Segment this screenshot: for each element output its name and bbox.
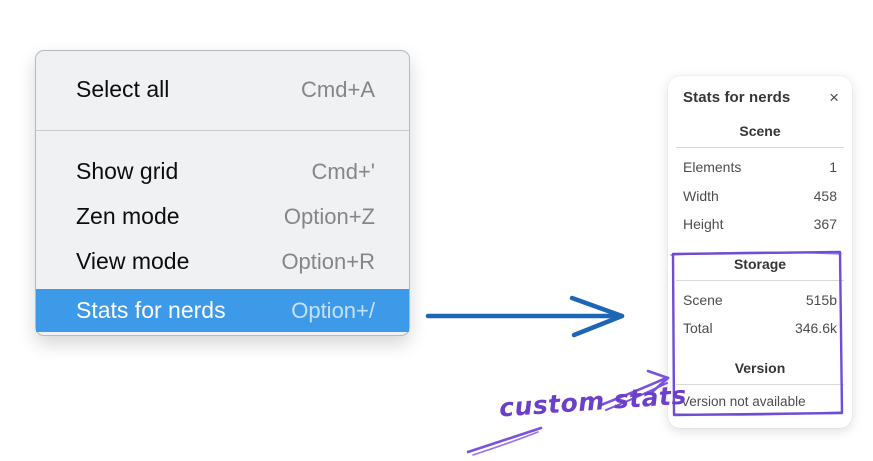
close-icon[interactable]: × [829, 88, 839, 107]
menu-item-stats-for-nerds[interactable]: Stats for nerds Option+/ [36, 289, 409, 332]
custom-stats-annotation: custom stats [498, 380, 688, 423]
menu-item-shortcut: Cmd+A [301, 76, 375, 102]
stat-value: 346.6k [794, 320, 837, 336]
menu-item-label: Stats for nerds [76, 297, 226, 323]
menu-item-select-all[interactable]: Select all Cmd+A [36, 67, 409, 112]
menu-item-zen-mode[interactable]: Zen mode Option+Z [36, 194, 409, 239]
menu-item-show-grid[interactable]: Show grid Cmd+' [36, 149, 409, 194]
menu-item-shortcut: Option+/ [291, 297, 375, 323]
stats-for-nerds-panel: Stats for nerds × Scene Elements 1 Width… [668, 76, 852, 428]
section-title-version: Version [734, 359, 786, 376]
stat-label: Elements [683, 159, 742, 175]
stat-value: 515b [805, 291, 837, 308]
divider [676, 147, 844, 148]
stat-label: Scene [683, 291, 723, 308]
stat-row-total-size: Total 346.6k [668, 314, 852, 343]
custom-stats-line [466, 426, 543, 456]
stat-label: Height [683, 216, 724, 232]
stat-value: 1 [829, 159, 837, 175]
stat-row-height: Height 367 [668, 210, 852, 239]
menu-item-view-mode[interactable]: View mode Option+R [36, 239, 409, 284]
menu-item-label: Zen mode [76, 203, 180, 229]
menu-item-shortcut: Option+R [281, 248, 375, 274]
stat-label: Width [683, 187, 719, 204]
menu-item-label: View mode [76, 248, 190, 274]
section-title-storage: Storage [733, 255, 787, 272]
version-note: Version not available [681, 393, 806, 409]
stat-label: Total [683, 320, 713, 336]
stat-row-scene-size: Scene 515b [668, 286, 852, 315]
section-title-scene: Scene [739, 123, 781, 139]
stat-value: 367 [813, 216, 837, 232]
context-menu: Select all Cmd+A Show grid Cmd+' Zen mod… [35, 50, 410, 336]
stats-panel-title: Stats for nerds [683, 89, 791, 106]
stat-value: 458 [813, 187, 837, 204]
menu-item-shortcut: Cmd+' [311, 158, 376, 184]
stat-row-width: Width 458 [668, 182, 852, 211]
blue-arrow [425, 295, 625, 338]
menu-item-label: Select all [76, 76, 170, 102]
stat-row-elements: Elements 1 [668, 153, 852, 182]
menu-divider [36, 130, 409, 131]
menu-item-label: Show grid [76, 158, 179, 184]
menu-item-shortcut: Option+Z [283, 203, 375, 229]
